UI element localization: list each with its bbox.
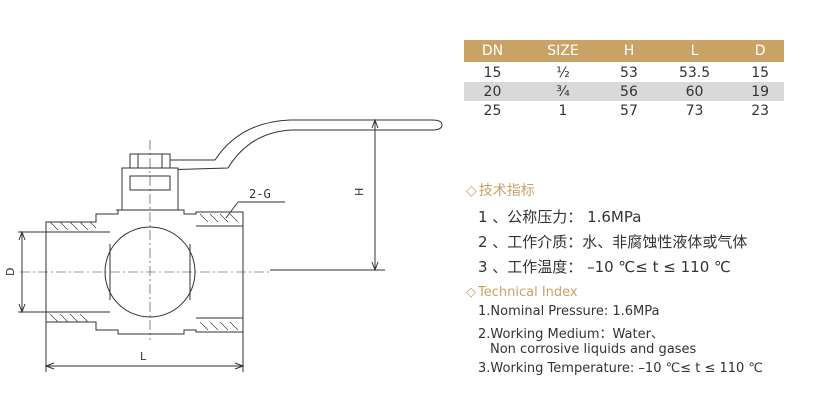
tech-cn-item: 2 、工作介质：水、非腐蚀性液体或气体	[478, 233, 748, 251]
tech-cn-item: 3 、工作温度： –10 ℃≤ t ≤ 110 ℃	[478, 258, 731, 276]
diamond-outline-icon: ◇	[466, 183, 477, 199]
cell-dn: 15	[464, 62, 521, 82]
col-size: SIZE	[520, 40, 606, 63]
cell-h: 57	[620, 102, 638, 119]
spec-header-row: DN SIZE H L D	[464, 40, 784, 63]
cell-size: ½	[520, 62, 606, 82]
cell-d: 23	[751, 102, 770, 119]
table-row: 15 ½ 53 53.5 15	[464, 62, 784, 82]
cell-dn: 25	[483, 102, 502, 119]
col-d: D	[736, 40, 784, 63]
col-l: L	[652, 40, 737, 63]
cell-h: 53	[605, 62, 653, 82]
label-d: D	[4, 268, 17, 276]
col-h: H	[605, 40, 653, 63]
cell-size: ¾	[520, 82, 606, 101]
tech-cn-heading: ◇技术指标	[466, 180, 535, 200]
cell-d: 19	[736, 82, 784, 101]
label-h: H	[353, 188, 366, 196]
tech-en-item: 3.Working Temperature: –10 ℃≤ t ≤ 110 ℃	[478, 361, 764, 376]
tech-en-item: 1.Nominal Pressure: 1.6MPa	[478, 304, 660, 319]
label-2g: 2-G	[249, 187, 271, 201]
cell-h: 56	[605, 82, 653, 101]
col-dn: DN	[464, 40, 521, 63]
cell-dn: 20	[464, 82, 521, 101]
label-l: L	[140, 350, 147, 363]
tech-cn-item: 1 、公称压力： 1.6MPa	[478, 208, 642, 226]
table-row: 20 ¾ 56 60 19	[464, 82, 784, 101]
cell-l: 53.5	[652, 62, 737, 82]
diamond-outline-icon: ◇	[466, 285, 476, 300]
spec-table: DN SIZE H L D 15 ½ 53 53.5 15 20 ¾ 56 60…	[464, 40, 784, 120]
tech-en-heading-text: Technical Index	[478, 285, 578, 300]
cell-d: 15	[736, 62, 784, 82]
tech-en-item: 2.Working Medium：Water、	[478, 327, 664, 342]
tech-en-item: Non corrosive liquids and gases	[490, 342, 697, 357]
tech-cn-heading-text: 技术指标	[478, 183, 535, 199]
cell-size: 1	[558, 102, 568, 119]
tech-en-heading: ◇Technical Index	[466, 285, 578, 300]
cell-l: 73	[685, 102, 704, 119]
valve-drawing: 2-G H D L	[4, 118, 443, 372]
cell-l: 60	[652, 82, 737, 101]
handle-lever	[146, 119, 443, 171]
table-row: 25 1 57 73 23	[464, 101, 784, 120]
